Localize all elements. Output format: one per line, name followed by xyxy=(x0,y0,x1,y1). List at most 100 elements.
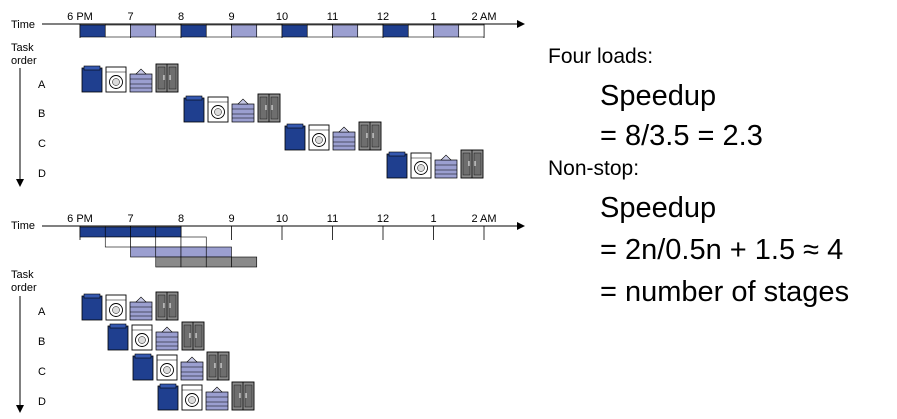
top-task-label: Task xyxy=(11,42,34,54)
laundry-load xyxy=(81,291,179,321)
washer-icon xyxy=(81,65,103,93)
dryer-icon xyxy=(181,384,203,411)
time-tick-label: 2 AM xyxy=(471,213,496,225)
task-label: B xyxy=(38,108,45,120)
time-tick-label: 9 xyxy=(228,213,234,225)
schedule-block xyxy=(104,24,131,38)
time-tick-label: 11 xyxy=(327,11,338,23)
time-tick-label: 8 xyxy=(178,11,184,23)
closet-icon xyxy=(231,381,255,411)
pipeline-block xyxy=(180,246,207,258)
schedule-block xyxy=(231,24,258,38)
laundry-load xyxy=(386,149,484,179)
schedule-block xyxy=(180,24,207,38)
time-tick-label: 7 xyxy=(127,11,133,23)
top-task-column: Task order A B C D xyxy=(11,42,46,187)
nonstop-heading: Non-stop: xyxy=(548,157,640,180)
pipeline-block xyxy=(130,226,157,238)
laundry-load xyxy=(132,351,230,381)
pipeline-block xyxy=(205,246,232,258)
bottom-task-column: Task order A B C D xyxy=(11,269,46,413)
bottom-task-label: Task xyxy=(11,269,34,281)
bottom-time-label: Time xyxy=(11,220,35,232)
pipeline-block xyxy=(180,256,207,268)
washer-icon xyxy=(183,95,205,123)
washer-icon xyxy=(81,293,103,321)
top-schedule-bar xyxy=(79,24,485,38)
bottom-load-icons xyxy=(81,291,255,411)
speedup-value: = 8/3.5 = 2.3 xyxy=(600,120,763,152)
schedule-block xyxy=(357,24,384,38)
schedule-block xyxy=(306,24,333,38)
laundry-load xyxy=(107,321,205,351)
pipeline-block xyxy=(130,236,157,248)
dryer-icon xyxy=(105,66,127,93)
time-tick-label: 1 xyxy=(430,213,436,225)
task-label: A xyxy=(38,79,46,91)
washer-icon xyxy=(386,151,408,179)
folded-clothes-icon xyxy=(129,296,153,321)
time-tick-label: 10 xyxy=(276,11,288,23)
schedule-block xyxy=(407,24,434,38)
pipeline-block xyxy=(205,256,232,268)
schedule-block xyxy=(155,24,182,38)
folded-clothes-icon xyxy=(180,356,204,381)
pipeline-block xyxy=(155,236,182,248)
task-label: B xyxy=(38,336,45,348)
dryer-icon xyxy=(308,124,330,151)
closet-icon xyxy=(257,93,281,123)
task-label: C xyxy=(38,366,46,378)
bottom-order-label: order xyxy=(11,282,37,294)
laundry-load xyxy=(183,93,281,123)
schedule-block xyxy=(433,24,460,38)
folded-clothes-icon xyxy=(155,326,179,351)
top-time-label: Time xyxy=(11,19,35,31)
four-loads-heading: Four loads: xyxy=(548,45,654,68)
dryer-icon xyxy=(131,324,153,351)
time-tick-label: 9 xyxy=(228,11,234,23)
time-tick-label: 6 PM xyxy=(67,213,93,225)
laundry-load xyxy=(157,381,255,411)
speedup-label: Speedup xyxy=(600,80,717,112)
schedule-block xyxy=(130,24,157,38)
schedule-block xyxy=(458,24,485,38)
nonstop-formula: = 2n/0.5n + 1.5 ≈ 4 xyxy=(600,234,844,266)
dryer-icon xyxy=(410,152,432,179)
time-tick-label: 10 xyxy=(276,213,288,225)
pipeline-block xyxy=(79,226,106,238)
pipeline-block xyxy=(231,256,258,268)
laundry-load xyxy=(81,63,179,93)
washer-icon xyxy=(132,353,154,381)
time-tick-label: 12 xyxy=(377,213,389,225)
closet-icon xyxy=(155,63,179,93)
task-label: D xyxy=(38,396,46,408)
time-tick-label: 1 xyxy=(430,11,436,23)
task-label: D xyxy=(38,168,46,180)
dryer-icon xyxy=(207,96,229,123)
pipeline-block xyxy=(155,246,182,258)
time-tick-label: 6 PM xyxy=(67,11,93,23)
time-tick-label: 12 xyxy=(377,11,389,23)
schedule-block xyxy=(332,24,359,38)
top-order-label: order xyxy=(11,55,37,67)
washer-icon xyxy=(107,323,129,351)
closet-icon xyxy=(206,351,230,381)
laundry-load xyxy=(284,121,382,151)
top-load-icons xyxy=(81,63,484,179)
schedule-block xyxy=(205,24,232,38)
pipeline-block xyxy=(104,226,131,238)
time-tick-label: 11 xyxy=(327,213,338,225)
folded-clothes-icon xyxy=(434,154,458,179)
closet-icon xyxy=(155,291,179,321)
pipeline-block xyxy=(130,246,157,258)
task-label: C xyxy=(38,138,46,150)
task-label: A xyxy=(38,306,46,318)
pipeline-block xyxy=(155,226,182,238)
nonstop-speedup-label: Speedup xyxy=(600,192,717,224)
pipeline-block xyxy=(180,236,207,248)
bottom-pipelined-bars xyxy=(79,226,258,268)
closet-icon xyxy=(181,321,205,351)
